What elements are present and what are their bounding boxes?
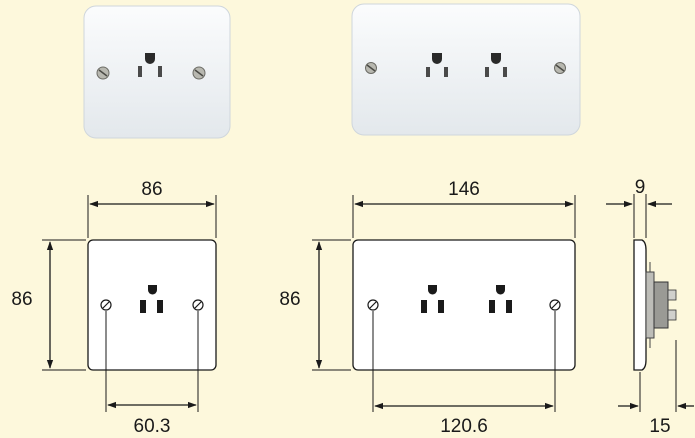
screw-left-icon [96, 66, 110, 80]
side-plate-profile [633, 239, 647, 371]
screw-left-icon [100, 299, 112, 311]
single-socket-photo-icon [83, 5, 231, 139]
side-view-drawing: 9 15 [606, 177, 694, 437]
double-socket-photo-icon [351, 3, 581, 136]
double-socket-drawing: 146 86 120.6 [279, 179, 576, 437]
single-screw-spacing-label: 60.3 [134, 416, 171, 437]
plate-depth-label: 9 [635, 177, 646, 198]
outlet-holes-icon [421, 285, 512, 313]
screw-right-icon [192, 299, 204, 311]
screw-right-icon [192, 66, 206, 80]
single-plate-outline [87, 239, 217, 371]
single-height-label: 86 [11, 289, 32, 310]
screw-left-icon [365, 62, 377, 74]
screw-right-icon [554, 62, 566, 74]
socket-body-side-icon [645, 262, 677, 348]
screw-right-icon [549, 299, 561, 311]
single-width-label: 86 [141, 179, 162, 200]
double-height-label: 86 [279, 289, 300, 310]
screw-left-icon [367, 299, 379, 311]
outlet-holes-icon [140, 285, 163, 313]
double-plate-outline [352, 239, 576, 371]
outlet-holes-icon [138, 53, 162, 77]
single-socket-drawing: 86 86 60.3 [11, 179, 217, 437]
double-width-label: 146 [448, 179, 480, 200]
body-depth-label: 15 [649, 416, 670, 437]
outlet-holes-icon [426, 53, 507, 77]
double-screw-spacing-label: 120.6 [440, 416, 488, 437]
